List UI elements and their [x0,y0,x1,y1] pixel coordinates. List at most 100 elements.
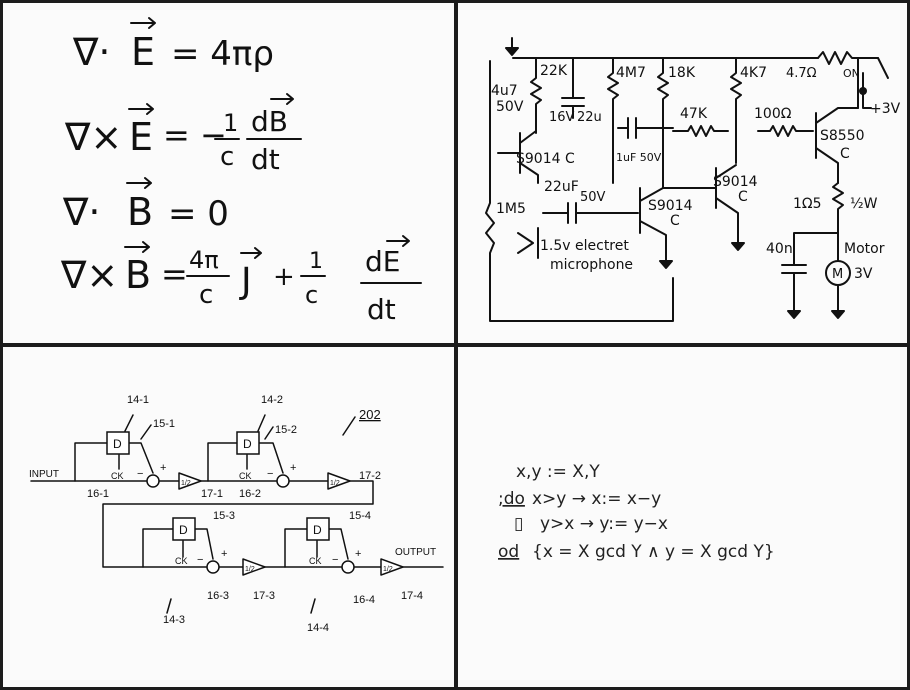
label-14-3: 14-3 [163,614,185,626]
amp3-gain-label: 1/2 [245,566,255,573]
label-17-4: 17-4 [401,590,423,602]
eq1-rhs: = 4πρ [171,34,274,74]
vector-arrow [128,103,154,115]
battery-node-icon [859,87,867,95]
eq4-frac3-num: dE [365,245,400,278]
motor-symbol [825,260,851,286]
vector-arrow [126,177,152,189]
label-mic-2: microphone [550,257,633,273]
label-4m7: 4M7 [616,65,646,81]
patent-diagram-svg: 14-1 14-2 15-1 15-2 202 INPUT D D D D CK… [29,394,444,634]
algo-do-keyword: ;do [498,489,525,509]
label-motor: Motor [844,241,885,257]
stage4-d-label: D [313,523,322,537]
summer1-minus: − [137,468,143,480]
label-18k: 18K [668,65,696,81]
label-half-watt: ½W [850,196,878,212]
label-on: ON [843,67,860,80]
label-1m5: 1M5 [496,201,526,217]
summer4-minus: − [332,554,338,566]
eq2-frac1-num: 1 [223,109,238,137]
label-q3: S8550 [820,128,865,144]
label-50v-a: 50V [496,99,524,115]
vector-arrow [386,235,410,247]
eq4-operator: ∇× [60,253,118,297]
label-47k: 47K [680,106,708,122]
algo-line-1: x,y := X,Y [516,462,600,482]
circuit-schematic-svg: 4u7 50V 22K 16V 22u 4M7 18K 4K7 4.7Ω ON … [485,37,901,322]
label-22uf: 22uF [544,179,579,195]
vector-arrow [270,93,294,105]
label-1r5: 1Ω5 [793,196,822,212]
summer3-minus: − [197,554,203,566]
eq3-field: B [127,190,153,234]
label-100r: 100Ω [754,106,792,122]
label-14-1: 14-1 [127,394,149,406]
circuit-panel: 4u7 50V 22K 16V 22u 4M7 18K 4K7 4.7Ω ON … [458,3,907,343]
stage1-d-label: D [113,437,122,451]
label-q2-c: C [670,213,680,229]
label-q3-c: C [840,146,850,162]
eq1-field: E [131,30,155,74]
label-plus3v: +3V [870,101,901,117]
summer2-minus: − [267,468,273,480]
eq2-frac2-num: dB [251,105,288,138]
label-16-4: 16-4 [353,594,375,606]
stage2-ck-label: CK [239,471,252,481]
amp1-gain-label: 1/2 [181,480,191,487]
label-17-2: 17-2 [359,470,381,482]
algo-line-3: y>x → y:= y−x [540,514,668,534]
label-16-2: 16-2 [239,488,261,500]
stage3-d-label: D [179,523,188,537]
eq2-field: E [129,115,153,159]
label-output: OUTPUT [395,547,436,558]
patent-blocks [106,431,330,541]
amp2-gain-label: 1/2 [330,480,340,487]
label-16v: 16V [549,110,575,125]
eq4-plus: + [273,262,295,292]
eq4-frac2-num: 1 [309,249,323,274]
summer3-plus: + [221,548,227,560]
stage3-ck-label: CK [175,556,188,566]
eq1-operator: ∇· [72,30,111,74]
algo-line-2: x>y → x:= x−y [532,489,661,509]
label-4k7: 4K7 [740,65,767,81]
vector-arrow [130,17,156,29]
eq4-frac3-den: dt [367,293,396,326]
algo-od-keyword: od [498,542,519,562]
eq4-frac1-den: c [199,280,213,310]
label-q1: S9014 C [516,151,575,167]
eq4-frac2-den: c [305,281,318,309]
maxwell-equations-panel: ∇· E = 4πρ ∇× E = − 1 c dB dt ∇· B = 0 ∇… [3,3,454,343]
label-4r7: 4.7Ω [786,66,817,81]
gcd-algorithm-panel: x,y := X,Y ;do x>y → x:= x−y ▯ y>x → y:=… [458,347,907,687]
label-q4-c: C [738,189,748,205]
stage2-d-label: D [243,437,252,451]
eq2-operator: ∇× [64,115,122,159]
maxwell-equations-svg: ∇· E = 4πρ ∇× E = − 1 c dB dt ∇· B = 0 ∇… [60,17,422,326]
eq2-equals-minus: = − [163,116,227,154]
label-4u7: 4u7 [491,83,518,99]
eq2-frac1-den: c [220,142,234,172]
label-22u: 22u [577,110,602,125]
circuit-wires [485,51,889,322]
label-15-1: 15-1 [153,418,175,430]
stage1-ck-label: CK [111,471,124,481]
stage4-ck-label: CK [309,556,322,566]
summer4-plus: + [355,548,361,560]
eq4-field: B [125,253,151,297]
patent-wires [30,414,444,614]
circuit-grounds [505,37,845,319]
label-17-3: 17-3 [253,590,275,602]
label-15-4: 15-4 [349,510,371,522]
patent-amplifiers [178,472,404,576]
eq4-current: J [239,261,252,302]
eq2-frac2-den: dt [251,143,280,176]
label-15-2: 15-2 [275,424,297,436]
gcd-algorithm-svg: x,y := X,Y ;do x>y → x:= x−y ▯ y>x → y:=… [498,462,775,562]
label-input: INPUT [29,469,59,480]
vector-arrow [124,241,150,253]
label-1uf: 1uF 50V [616,151,662,164]
eq3-operator: ∇· [62,190,101,234]
